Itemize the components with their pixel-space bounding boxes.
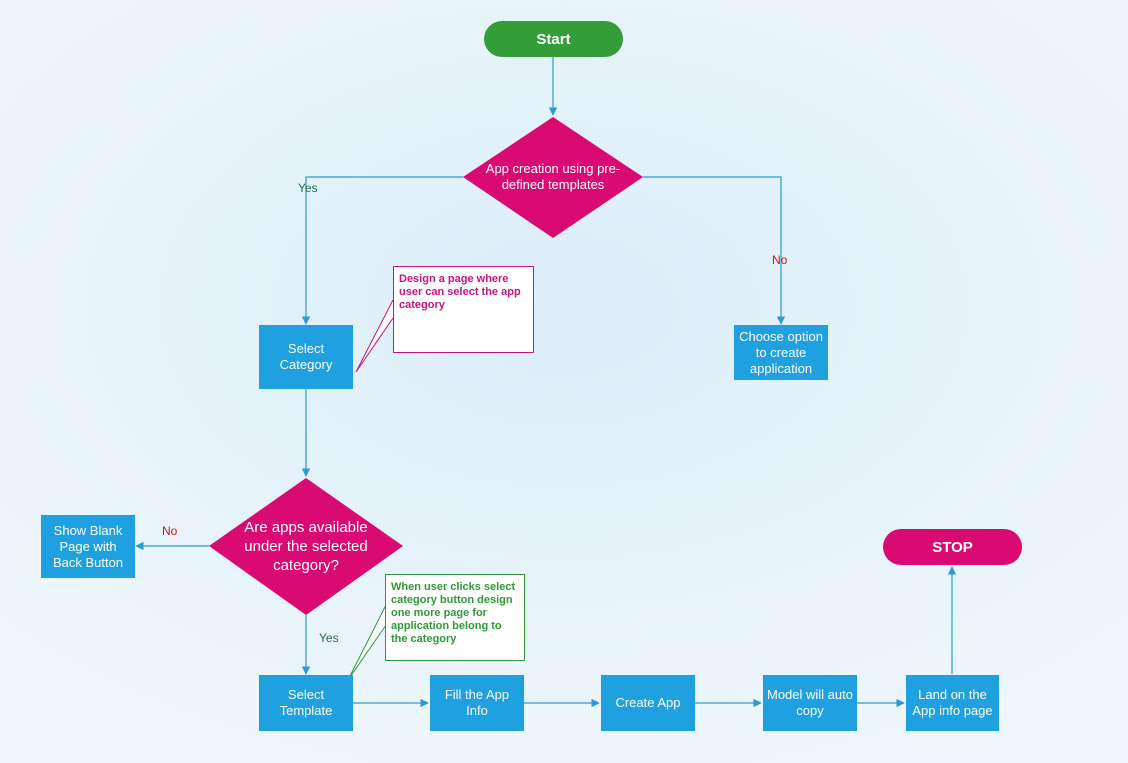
select-template-box[interactable]: Select Template [259,675,353,731]
callout-pointer-green [347,604,387,681]
choose-option-box[interactable]: Choose option to create application [734,325,828,380]
fill-app-info-box[interactable]: Fill the App Info [430,675,524,731]
edge-label-no: No [772,253,788,267]
callout-pointer-pink [355,299,394,373]
decision-apps-shape [209,478,403,615]
annotation-note: When user clicks select category button … [385,574,525,661]
decision-templates-shape [463,117,643,238]
create-app-box[interactable]: Create App [601,675,695,731]
edge-label-yes: Yes [319,631,339,645]
decision-apps-label: Are apps available under the selected ca… [244,518,368,574]
edge-label-no: No [162,524,178,538]
stop-terminator[interactable]: STOP [883,529,1022,565]
decision-templates-label: App creation using pre-defined templates [485,161,621,192]
land-app-info-box[interactable]: Land on the App info page [906,675,999,731]
start-terminator[interactable]: Start [484,21,623,57]
annotation-note: Design a page where user can select the … [393,266,534,353]
edge-label-yes: Yes [298,181,318,195]
connector-no-to-choose-option [643,176,786,325]
connector-yes-to-select-category [301,176,463,325]
model-auto-copy-box[interactable]: Model will auto copy [763,675,857,731]
select-category-box[interactable]: Select Category [259,325,353,389]
show-blank-page-box[interactable]: Show Blank Page with Back Button [41,515,135,578]
